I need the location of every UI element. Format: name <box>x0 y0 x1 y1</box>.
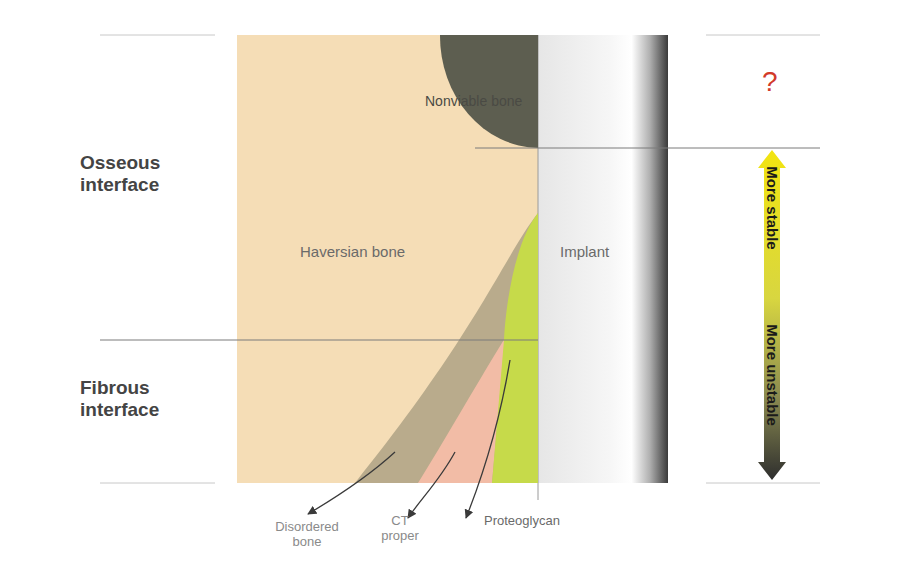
implant-body <box>538 35 668 483</box>
nonviable-bone-region: Nonviable bone <box>420 85 538 125</box>
zone-label: Osseous interface <box>80 152 200 196</box>
zone-label: Fibrous interface <box>80 377 200 421</box>
nonviable-bone-region <box>440 35 538 148</box>
stability-divider <box>475 148 820 149</box>
node-text: Haversian bone <box>300 243 405 260</box>
haversian-bone-region: Haversian bone <box>240 225 530 280</box>
tissue-label: Proteoglycan <box>484 514 560 529</box>
node-text: More stable <box>763 166 780 249</box>
ct-proper-wedge <box>418 338 505 483</box>
leader-arrows <box>308 360 510 518</box>
question-mark: ? <box>762 66 778 98</box>
proteoglycan-wedge <box>492 213 538 483</box>
node-text: More unstable <box>763 324 780 426</box>
implant-body: Implant <box>545 225 655 280</box>
guide-lines <box>100 35 820 483</box>
stability-arrow: More stableMore unstable <box>757 150 787 482</box>
tissue-label: CT proper <box>372 514 428 544</box>
haversian-bone-region <box>237 35 538 483</box>
tissue-label: Disordered bone <box>262 520 352 550</box>
node-text: Implant <box>560 243 609 260</box>
interface-divider <box>100 340 538 341</box>
stability-arrow <box>758 150 786 480</box>
node-text: Nonviable bone <box>425 93 522 109</box>
